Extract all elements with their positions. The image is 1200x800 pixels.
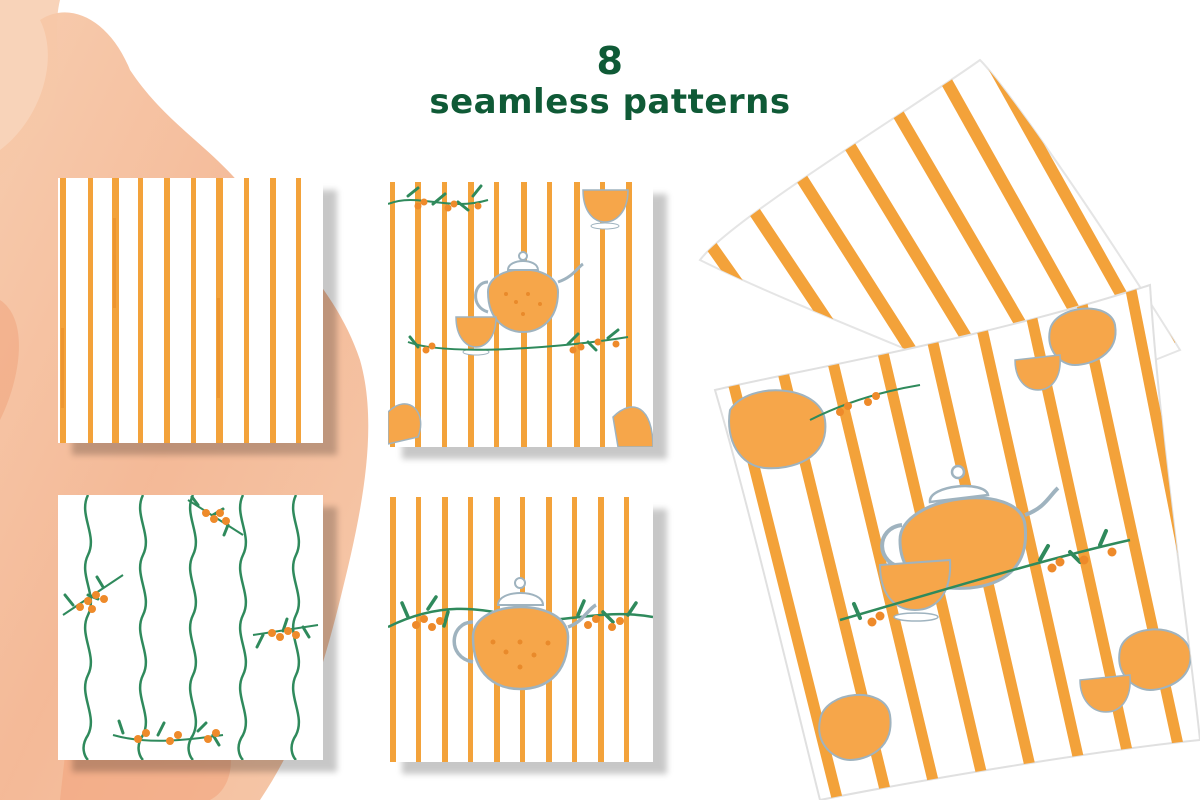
sea-buckthorn-branch-icon bbox=[388, 184, 489, 212]
sea-buckthorn-branch-icon bbox=[809, 384, 921, 421]
teapot-sea-buckthorn-stripes-pattern bbox=[388, 182, 653, 447]
teapot-icon bbox=[474, 251, 584, 334]
green-wave-sea-buckthorn-pattern bbox=[58, 495, 323, 760]
teapot-garland-swatch bbox=[388, 497, 653, 762]
sea-buckthorn-branch-icon bbox=[112, 719, 224, 747]
pillow-mockups bbox=[698, 58, 1200, 800]
sea-buckthorn-branch-icon bbox=[252, 617, 319, 649]
teapot-garland-stripes-pattern bbox=[388, 497, 653, 762]
sea-buckthorn-branch-icon bbox=[62, 574, 124, 616]
sea-buckthorn-branch-icon bbox=[839, 529, 1131, 627]
tea-cup-icon bbox=[878, 558, 952, 622]
teapot-icon bbox=[452, 577, 597, 691]
pattern-count: 8 bbox=[596, 39, 624, 83]
stripes-swatch bbox=[60, 178, 301, 443]
headline-subtitle: seamless patterns bbox=[429, 82, 791, 122]
orange-stripes-pattern bbox=[58, 178, 323, 443]
teapot-print-pillow bbox=[713, 283, 1200, 800]
sea-buckthorn-branch-icon bbox=[407, 328, 629, 354]
tea-cup-icon bbox=[582, 189, 629, 230]
sea-buckthorn-branch-icon bbox=[187, 495, 244, 537]
teapot-stripes-swatch bbox=[388, 182, 653, 447]
waves-swatch bbox=[62, 495, 319, 760]
headline: 8 seamless patterns bbox=[410, 40, 810, 122]
